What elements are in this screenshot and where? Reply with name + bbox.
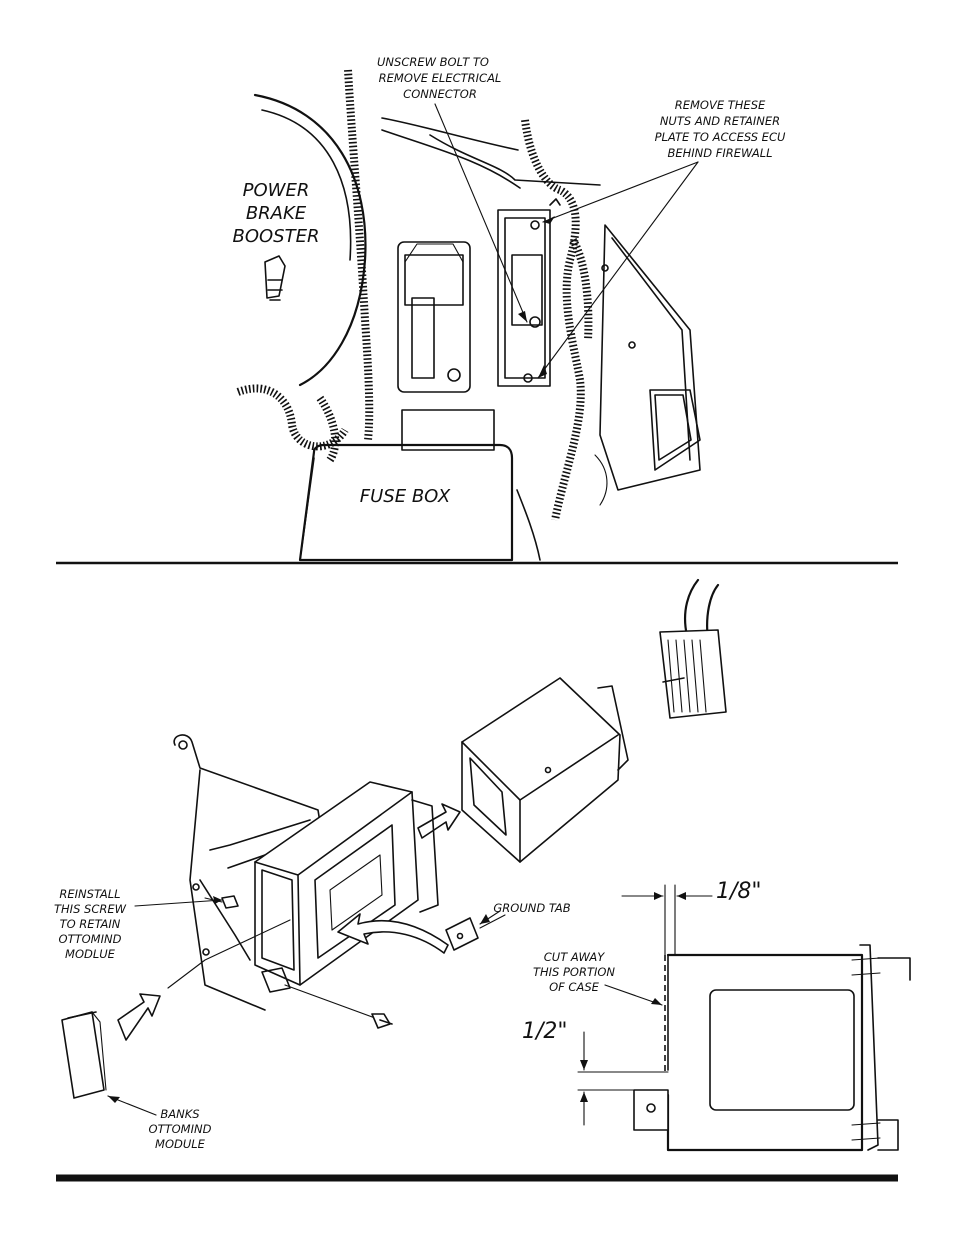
svg-text:UNSCREW BOLT TO: UNSCREW BOLT TO	[377, 55, 489, 69]
callout-ground-tab: GROUND TAB	[493, 901, 570, 915]
dimension-eighth-inch: 1/8"	[716, 879, 762, 904]
svg-text:MODULE: MODULE	[155, 1137, 206, 1151]
svg-text:CONNECTOR: CONNECTOR	[403, 87, 477, 101]
svg-text:CUT AWAY: CUT AWAY	[544, 950, 605, 964]
wiring-plug	[660, 630, 726, 718]
left-connector	[398, 242, 470, 392]
svg-text:MODLUE: MODLUE	[65, 947, 116, 961]
ground-tab	[446, 918, 478, 950]
callout-unscrew-bolt: UNSCREW BOLT TO REMOVE ELECTRICAL CONNEC…	[377, 55, 501, 101]
ecu-connector-bracket	[498, 199, 560, 386]
retaining-screw	[205, 896, 238, 908]
ecu-module	[462, 678, 628, 862]
svg-text:BOOSTER: BOOSTER	[233, 226, 320, 247]
svg-text:POWER: POWER	[243, 180, 310, 201]
svg-text:THIS SCREW: THIS SCREW	[54, 902, 127, 916]
svg-text:PLATE TO ACCESS ECU: PLATE TO ACCESS ECU	[655, 130, 786, 144]
callout-banks-module: BANKS OTTOMIND MODULE	[149, 1107, 212, 1151]
svg-text:BRAKE: BRAKE	[246, 203, 307, 224]
label-power-brake-booster: POWER BRAKE BOOSTER	[233, 180, 320, 247]
callout-remove-nuts: REMOVE THESE NUTS AND RETAINER PLATE TO …	[655, 98, 786, 160]
ecu-assembly-exploded-view	[62, 580, 910, 1150]
module-tray	[255, 782, 438, 985]
svg-text:REMOVE ELECTRICAL: REMOVE ELECTRICAL	[379, 71, 502, 85]
svg-text:OTTOMIND: OTTOMIND	[59, 932, 122, 946]
svg-text:OF CASE: OF CASE	[549, 980, 600, 994]
callout-reinstall-screw: REINSTALL THIS SCREW TO RETAIN OTTOMIND …	[54, 887, 127, 961]
svg-text:TO RETAIN: TO RETAIN	[60, 917, 121, 931]
svg-text:THIS PORTION: THIS PORTION	[533, 965, 615, 979]
engine-bay-illustration	[238, 70, 700, 560]
svg-text:REINSTALL: REINSTALL	[59, 887, 120, 901]
svg-text:BEHIND FIREWALL: BEHIND FIREWALL	[667, 146, 772, 160]
mounting-screw-lower	[372, 1014, 392, 1028]
svg-text:REMOVE THESE: REMOVE THESE	[675, 98, 766, 112]
callout-cut-away: CUT AWAY THIS PORTION OF CASE	[533, 950, 615, 994]
fuse-box	[300, 410, 540, 560]
ecu-box-behind-firewall	[595, 225, 700, 505]
banks-ottomind-module	[62, 1012, 106, 1098]
label-fuse-box: FUSE BOX	[360, 486, 451, 507]
case-cut-detail	[578, 885, 910, 1150]
svg-text:BANKS: BANKS	[160, 1107, 199, 1121]
svg-text:OTTOMIND: OTTOMIND	[149, 1122, 212, 1136]
dimension-half-inch: 1/2"	[522, 1019, 568, 1044]
svg-text:NUTS AND RETAINER: NUTS AND RETAINER	[660, 114, 780, 128]
